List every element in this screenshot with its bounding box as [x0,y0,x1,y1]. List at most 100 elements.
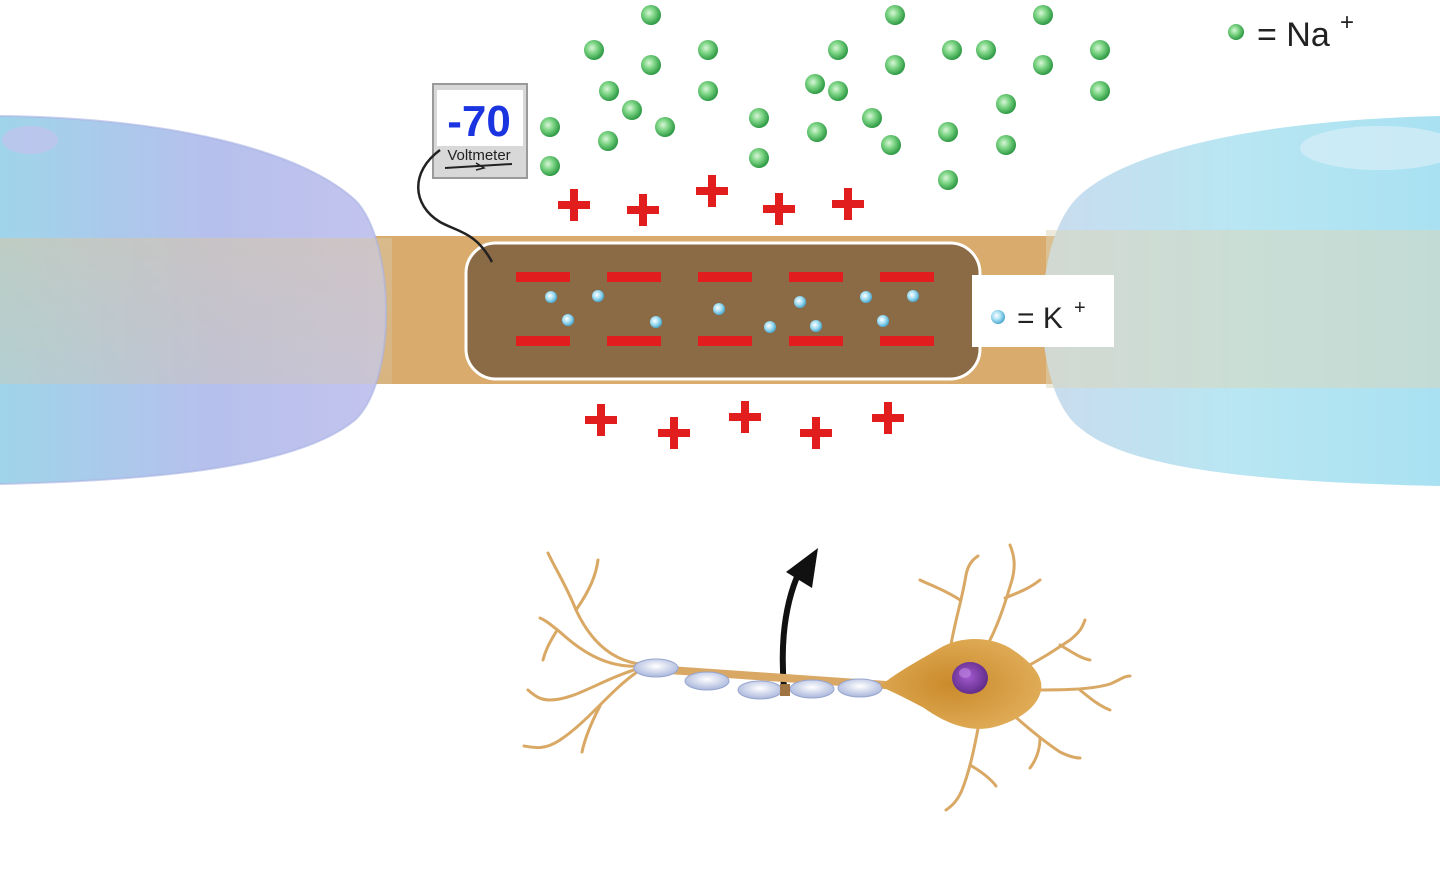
plus-charge-bar-v [639,194,647,226]
sodium-ion [828,81,848,101]
myelin-segment [737,680,783,700]
sodium-ion [881,135,901,155]
minus-charge-icon [880,336,934,346]
voltmeter-label: Voltmeter [447,147,510,164]
sodium-ion [698,40,718,60]
legend-sodium: = Na + [1228,9,1354,54]
plus-charge-icon [832,188,864,220]
sodium-ion [698,81,718,101]
plus-charge-icon [696,175,728,207]
plus-charge-icon [763,193,795,225]
sodium-ion [598,131,618,151]
plus-charge-bar-v [708,175,716,207]
sodium-ion [996,135,1016,155]
minus-charge-icon [607,272,661,282]
sodium-ion [885,5,905,25]
minus-charge-icon [698,336,752,346]
sodium-ion [622,100,642,120]
potassium-ion [794,296,806,308]
potassium-ion [562,314,574,326]
positive-charges [558,175,904,449]
sodium-ion [938,170,958,190]
sodium-ion [938,122,958,142]
sodium-ion [749,148,769,168]
voltmeter-reading: -70 [447,97,511,146]
plus-charge-bar-v [844,188,852,220]
potassium-ion [877,315,889,327]
minus-charge-icon [789,336,843,346]
plus-charge-bar-v [597,404,605,436]
plus-charge-bar-v [741,401,749,433]
minus-charge-icon [607,336,661,346]
myelin-segment [633,658,679,678]
potassium-ion [810,320,822,332]
sodium-ion [828,40,848,60]
legend-potassium: = K + [972,275,1114,347]
minus-charge-icon [880,272,934,282]
sodium-ion [976,40,996,60]
arrow-up-icon [779,548,818,691]
sodium-ion [1090,40,1110,60]
sodium-ion [749,108,769,128]
potassium-ion [713,303,725,315]
potassium-ion [860,291,872,303]
plus-charge-bar-v [775,193,783,225]
sodium-ion [655,117,675,137]
legend-potassium-symbol: = K [1017,302,1063,335]
zoomed-node-marker [780,684,790,696]
potassium-ion [592,290,604,302]
potassium-ion [907,290,919,302]
sodium-ion [1033,5,1053,25]
potassium-ion-icon [991,310,1005,324]
plus-charge-icon [627,194,659,226]
plus-charge-icon [658,417,690,449]
sodium-ion [885,55,905,75]
voltmeter: -70 Voltmeter [432,83,528,179]
negative-charges [516,272,934,346]
sodium-ion [996,94,1016,114]
legend-potassium-charge: + [1074,297,1086,319]
sodium-ion [641,5,661,25]
sodium-ion [805,74,825,94]
sodium-ion [599,81,619,101]
plus-charge-icon [558,189,590,221]
minus-charge-icon [516,336,570,346]
sodium-ion [540,156,560,176]
sodium-ion [1033,55,1053,75]
sodium-ion [641,55,661,75]
myelin-segment [837,678,883,698]
sodium-ions [540,5,1110,190]
legend-sodium-symbol: = Na [1257,16,1330,54]
sodium-ion [862,108,882,128]
potassium-ion [650,316,662,328]
legend-sodium-charge: + [1340,9,1354,36]
plus-charge-icon [729,401,761,433]
neuron-illustration [522,543,1132,812]
minus-charge-icon [698,272,752,282]
plus-charge-bar-v [670,417,678,449]
sodium-ion [540,117,560,137]
minus-charge-icon [516,272,570,282]
potassium-ion [764,321,776,333]
plus-charge-icon [800,417,832,449]
plus-charge-bar-v [570,189,578,221]
plus-charge-bar-v [884,402,892,434]
myelin-segment [789,679,835,699]
myelin-sheath-left [0,115,392,485]
nucleus [952,662,988,694]
potassium-ions [545,290,919,333]
sodium-ion [807,122,827,142]
minus-charge-icon [789,272,843,282]
sodium-ion [1090,81,1110,101]
potassium-ion [545,291,557,303]
sodium-ion-icon [1228,24,1244,40]
sodium-ion [942,40,962,60]
plus-charge-icon [872,402,904,434]
sodium-ion [584,40,604,60]
plus-charge-icon [585,404,617,436]
myelin-segment [684,671,730,691]
voltmeter-probe-wire [417,148,494,263]
plus-charge-bar-v [812,417,820,449]
